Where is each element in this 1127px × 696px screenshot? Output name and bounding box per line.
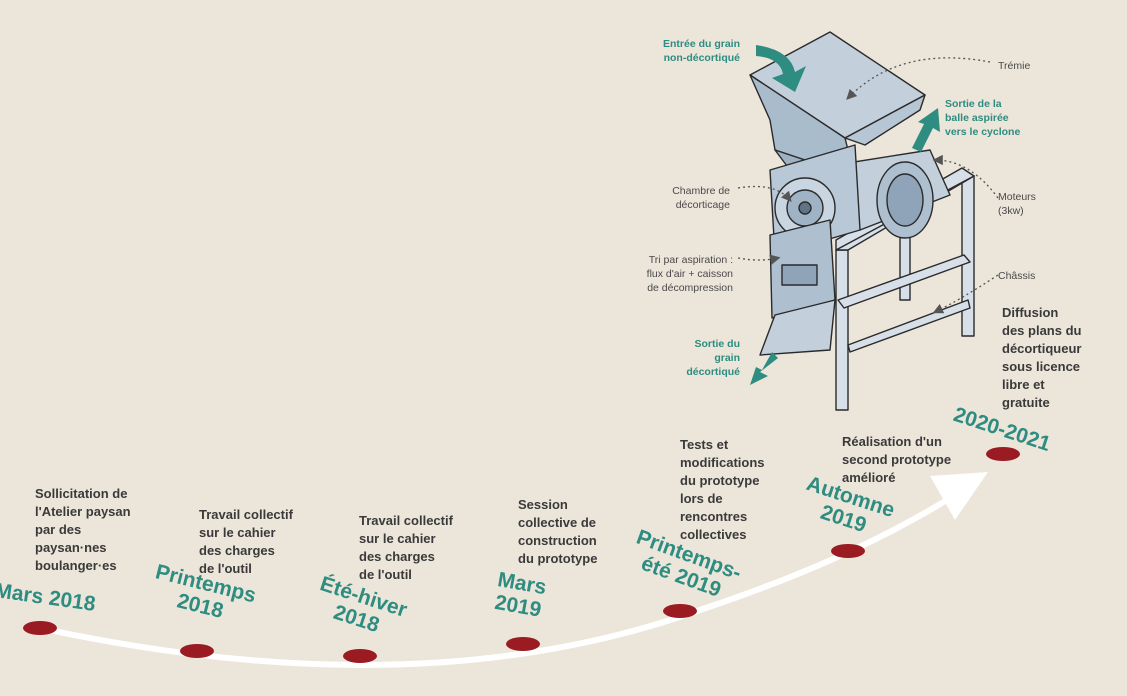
label-chambre-decorticage: Chambre de décorticage — [672, 185, 730, 211]
decortiqueur-machine — [749, 31, 975, 411]
label-tri-aspiration: Tri par aspiration : flux d'air + caisso… — [646, 254, 733, 294]
leader-lines — [737, 57, 999, 314]
timeline-dot-2 — [180, 644, 214, 658]
timeline-text-5: Tests et modifications du prototype lors… — [680, 437, 765, 542]
flow-arrows — [750, 45, 940, 385]
label-moteurs: Moteurs (3kw) — [998, 191, 1036, 217]
timeline-dot-1 — [23, 621, 57, 635]
leader-chambre — [737, 185, 792, 202]
timeline-text-1: Sollicitation de l'Atelier paysan par de… — [35, 486, 131, 573]
timeline-dot-3 — [343, 649, 377, 663]
timeline-text-2: Travail collectif sur le cahier des char… — [199, 507, 293, 576]
leader-tremie — [846, 57, 991, 100]
leader-tri — [737, 254, 781, 265]
timeline-text-7: Diffusion des plans du décortiqueur sous… — [1002, 305, 1082, 410]
arrow-husk-out — [912, 108, 940, 152]
label-tremie: Trémie — [998, 60, 1031, 72]
arrow-grain-out — [750, 352, 778, 385]
timeline-dots — [23, 447, 1020, 663]
label-sortie-grain: Sortie du grain décortiqué — [686, 338, 740, 378]
timeline-arrow-head — [930, 472, 988, 520]
timeline-text-3: Travail collectif sur le cahier des char… — [359, 513, 453, 582]
timeline-dot-6 — [831, 544, 865, 558]
label-chassis: Châssis — [998, 270, 1036, 282]
timeline-text-4: Session collective de construction du pr… — [518, 497, 598, 566]
leader-moteurs — [932, 154, 999, 199]
timeline-text-6: Réalisation d'un second prototype amélio… — [842, 434, 952, 485]
outlet-chute — [759, 299, 836, 356]
label-sortie-balle: Sortie de la balle aspirée vers le cyclo… — [945, 98, 1021, 138]
label-entree-grain: Entrée du grain non-décortiqué — [662, 38, 740, 64]
motor — [834, 149, 951, 239]
leader-chassis — [932, 274, 999, 314]
arrow-grain-in — [756, 45, 806, 92]
timeline-dot-5 — [663, 604, 697, 618]
timeline-dot-7 — [986, 447, 1020, 461]
timeline-dot-4 — [506, 637, 540, 651]
